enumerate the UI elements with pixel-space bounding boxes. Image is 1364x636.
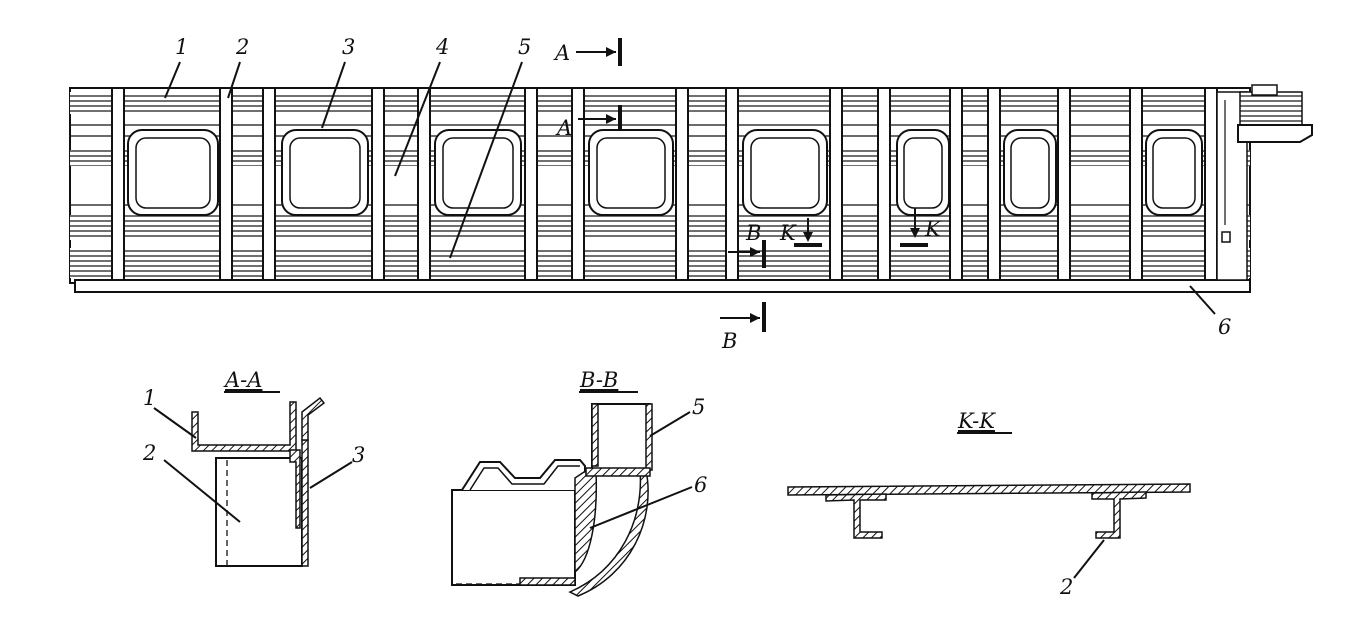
callout-4: 4 (435, 35, 449, 59)
section-bb-callout-5: 5 (692, 395, 705, 419)
cut-mark-a-top: A (553, 38, 622, 66)
svg-text:K: K (924, 217, 942, 241)
frames (111, 87, 1218, 281)
callout-1: 1 (175, 35, 188, 59)
cut-mark-k-1: K (779, 218, 822, 247)
callout-5: 5 (518, 35, 531, 59)
leader-lines (164, 61, 1216, 315)
floor-beam (74, 279, 1251, 293)
section-aa-callout-2: 2 (142, 441, 156, 465)
section-aa-title: A-A (223, 368, 262, 392)
cut-mark-b-inner: B (728, 221, 766, 268)
windows (127, 129, 1203, 216)
svg-text:K: K (779, 221, 797, 245)
svg-text:A: A (553, 41, 570, 65)
main-panel-view: 1 2 3 4 5 6 A A B (69, 35, 1313, 353)
cut-mark-a-inner: A (555, 105, 622, 140)
svg-text:B: B (745, 221, 761, 245)
section-bb-title: B-B (579, 368, 618, 392)
cut-mark-k-2: K (900, 208, 942, 247)
end-fitting (1216, 84, 1313, 281)
callout-2: 2 (235, 35, 249, 59)
svg-text:A: A (555, 116, 572, 140)
section-kk-callout-2: 2 (1059, 575, 1073, 599)
svg-text:B: B (721, 329, 737, 353)
section-aa-callout-1: 1 (143, 386, 156, 410)
section-kk: K-K 2 (787, 409, 1191, 599)
section-aa: A-A 1 2 3 (142, 368, 365, 567)
section-aa-callout-3: 3 (352, 443, 365, 467)
callout-6: 6 (1218, 315, 1231, 339)
section-bb-callout-6: 6 (694, 473, 707, 497)
callout-3: 3 (342, 35, 355, 59)
section-bb: B-B 5 6 (451, 368, 707, 597)
cut-mark-b-lower: B (720, 302, 766, 353)
section-kk-title: K-K (957, 409, 996, 433)
